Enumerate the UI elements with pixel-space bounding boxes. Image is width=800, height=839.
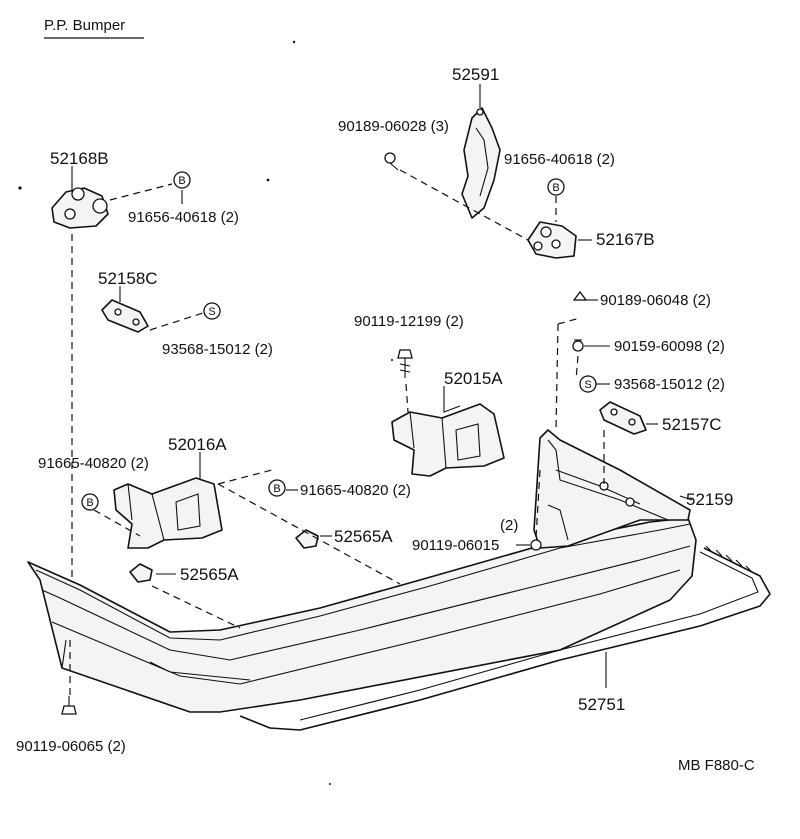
label-52159: 52159: [686, 490, 733, 509]
part-labels: 52591 90189-06028 (3) 91656-40618 (2) 52…: [16, 65, 755, 774]
figure-code: MB F880-C: [678, 757, 755, 774]
symbol-s-52158c: S: [203, 302, 221, 320]
svg-text:B: B: [178, 175, 185, 187]
clip-52565a-left: [129, 563, 153, 583]
clip-90189-06048: [572, 290, 588, 301]
label-91656-40618-right: 91656-40618 (2): [504, 151, 615, 168]
label-52565a-mid: 52565A: [334, 527, 393, 546]
label-52167b: 52167B: [596, 230, 655, 249]
bracket-52015a: [391, 403, 505, 477]
svg-text:B: B: [552, 182, 559, 194]
label-93568-15012-left: 93568-15012 (2): [162, 341, 273, 358]
bracket-52016a: [113, 477, 223, 549]
label-qty-90119-06015: (2): [500, 517, 518, 534]
label-90119-12199: 90119-12199 (2): [354, 313, 464, 330]
label-52158c: 52158C: [98, 269, 158, 288]
bumper-cover-52751: [27, 517, 771, 731]
label-52015a: 52015A: [444, 369, 503, 388]
svg-text:B: B: [273, 483, 280, 495]
bolt-90119-06015: [530, 539, 542, 551]
label-52168b: 52168B: [50, 149, 109, 168]
retainer-52157c: [599, 401, 647, 435]
bolt-90119-12199: [397, 349, 413, 378]
svg-text:S: S: [208, 306, 215, 318]
symbol-b-52168b: B: [173, 171, 191, 189]
symbol-s-52157c: S: [579, 375, 597, 393]
scan-specks: [18, 40, 393, 785]
label-52591: 52591: [452, 65, 499, 84]
bracket-52591: [461, 107, 501, 219]
label-52751: 52751: [578, 695, 625, 714]
retainer-52167b: [527, 221, 577, 259]
leader-lines: [71, 84, 693, 688]
label-91656-40618-left: 91656-40618 (2): [128, 209, 239, 226]
diagram-title: P.P. Bumper: [44, 17, 125, 34]
retainer-52158c: [101, 299, 149, 333]
symbol-b-52016a-mid: B: [268, 479, 286, 497]
symbol-b-52016a-left: B: [81, 493, 99, 511]
label-52016a: 52016A: [168, 435, 227, 454]
screw-90159-60098: [572, 339, 584, 352]
label-91665-40820-left: 91665-40820 (2): [38, 455, 149, 472]
label-52157c: 52157C: [662, 415, 722, 434]
bolt-90119-06065: [61, 696, 77, 715]
svg-text:B: B: [86, 497, 93, 509]
retainer-52168b: [51, 187, 109, 229]
label-90189-06048: 90189-06048 (2): [600, 292, 711, 309]
label-93568-15012-right: 93568-15012 (2): [614, 376, 725, 393]
label-52565a-left: 52565A: [180, 565, 239, 584]
bolt-90189-06028: [384, 152, 399, 171]
label-90189-06028: 90189-06028 (3): [338, 118, 449, 135]
label-90119-06015: 90119-06015: [412, 537, 499, 554]
svg-text:S: S: [584, 379, 591, 391]
label-90159-60098: 90159-60098 (2): [614, 338, 725, 355]
assembly-lines: [69, 169, 605, 696]
symbol-b-52167b: B: [547, 178, 565, 196]
label-91665-40820-mid: 91665-40820 (2): [300, 482, 411, 499]
label-90119-06065: 90119-06065 (2): [16, 738, 126, 755]
